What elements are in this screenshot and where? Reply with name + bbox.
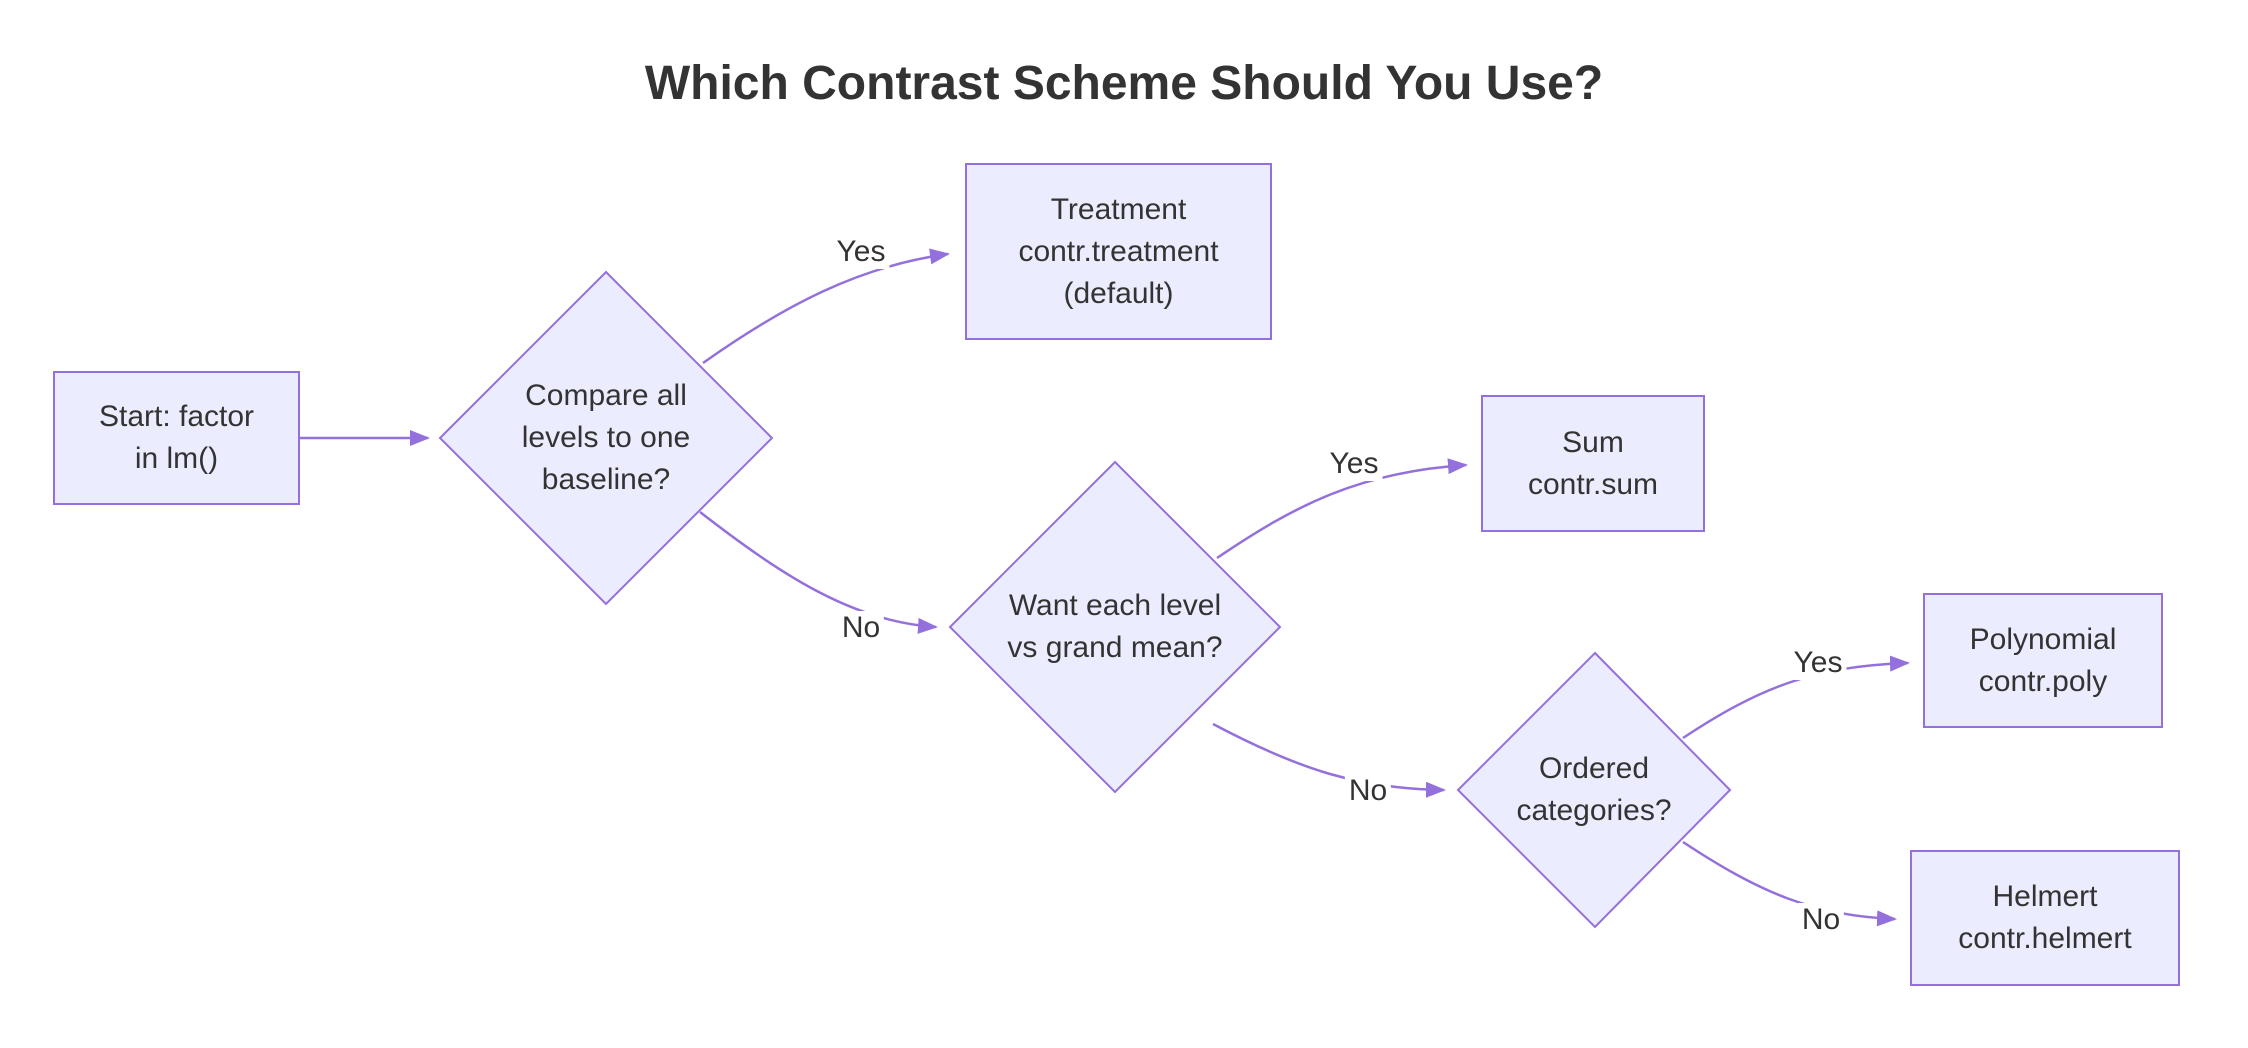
node-question-ordered: Ordered categories? xyxy=(1516,752,1672,827)
edge-label-ordered-yes: Yes xyxy=(1789,646,1847,680)
edge-label-baseline-yes: Yes xyxy=(832,235,890,269)
decision-diamond-grand-mean xyxy=(948,460,1282,794)
edge-baseline-no-to-grand-mean xyxy=(699,511,938,634)
edge-ordered-yes-to-polynomial xyxy=(1682,655,1910,740)
edge-label-grand-mean-no: No xyxy=(1344,774,1392,808)
node-treatment: Treatment contr.treatment (default) xyxy=(965,163,1272,340)
diagram-title: Which Contrast Scheme Should You Use? xyxy=(644,57,1604,110)
edge-label-ordered-no: No xyxy=(1797,903,1845,937)
edge-grand-mean-yes-to-sum xyxy=(1216,458,1468,560)
node-question-baseline: Compare all levels to one baseline? xyxy=(521,379,691,496)
edge-ordered-no-to-helmert xyxy=(1682,840,1897,927)
node-question-grand-mean: Want each level vs grand mean? xyxy=(1007,589,1223,664)
node-start: Start: factor in lm() xyxy=(53,371,300,505)
decision-diamond-baseline xyxy=(438,270,774,606)
edge-baseline-yes-to-treatment xyxy=(702,248,950,365)
node-helmert: Helmert contr.helmert xyxy=(1910,850,2180,986)
node-sum: Sum contr.sum xyxy=(1481,395,1705,532)
edge-label-grand-mean-yes: Yes xyxy=(1325,447,1383,481)
decision-diamond-ordered xyxy=(1456,651,1732,929)
edge-grand-mean-no-to-ordered xyxy=(1212,722,1446,798)
edge-label-baseline-no: No xyxy=(837,611,885,645)
node-polynomial: Polynomial contr.poly xyxy=(1923,593,2163,728)
